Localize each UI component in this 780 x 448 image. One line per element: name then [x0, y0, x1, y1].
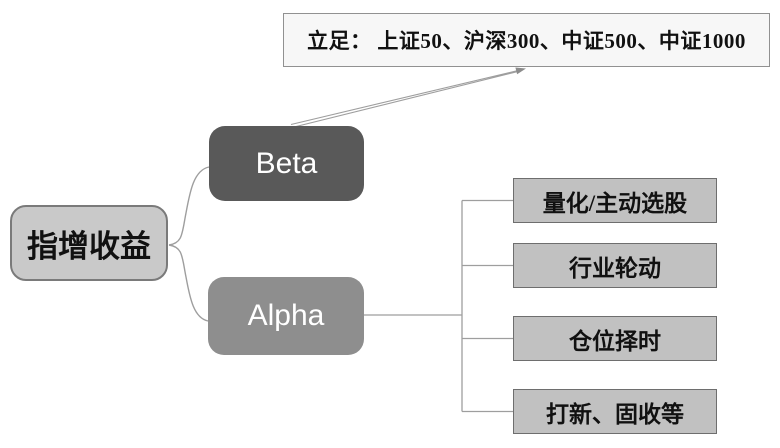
root-node: 指增收益: [10, 205, 168, 281]
beta-target-note-label: 立足： 上证50、沪深300、中证500、中证1000: [307, 29, 746, 53]
alpha-item-sector-rotation: 行业轮动: [513, 243, 717, 288]
beta-node: Beta: [209, 126, 364, 201]
alpha-item-quant-stock-picking: 量化/主动选股: [513, 178, 717, 223]
alpha-branch-lines: [364, 199, 513, 413]
alpha-node-label: Alpha: [247, 299, 325, 332]
arrow-head: [515, 67, 526, 75]
beta-target-note: 立足： 上证50、沪深300、中证500、中证1000: [283, 13, 770, 67]
brace-connector-upper: [168, 166, 210, 246]
alpha-item-label: 行业轮动: [569, 255, 661, 281]
beta-node-label: Beta: [255, 146, 318, 180]
alpha-item-label: 仓位择时: [569, 328, 661, 354]
alpha-item-label: 量化/主动选股: [542, 190, 688, 216]
alpha-item-label: 打新、固收等: [546, 401, 684, 427]
root-node-label: 指增收益: [27, 228, 151, 264]
brace-connector-lower: [168, 244, 209, 322]
alpha-item-position-timing: 仓位择时: [513, 316, 717, 361]
alpha-node: Alpha: [208, 277, 364, 355]
arrow-line: [290, 69, 519, 129]
alpha-item-ipo-fixed-income: 打新、固收等: [513, 389, 717, 434]
